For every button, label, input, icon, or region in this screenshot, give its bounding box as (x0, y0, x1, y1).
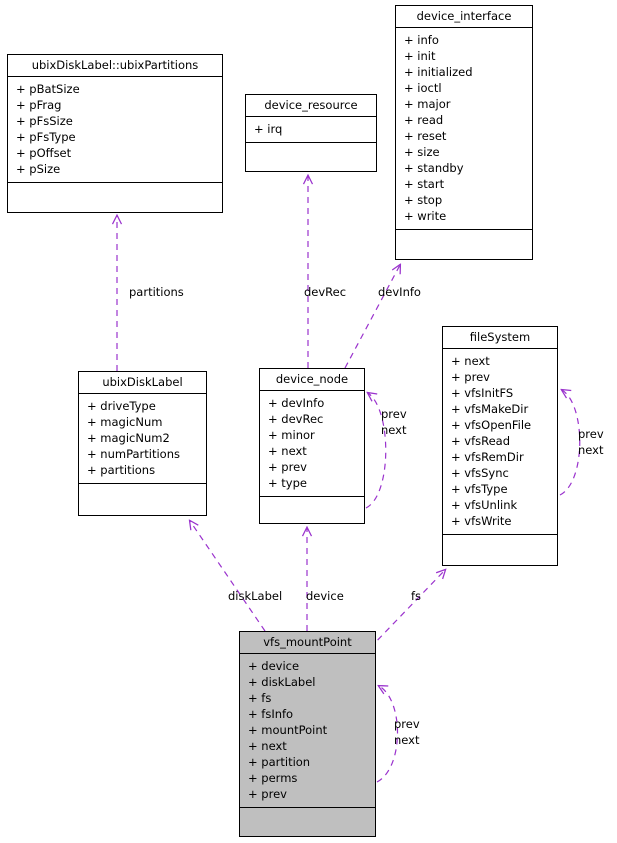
class-attribute: + numPartitions (87, 447, 180, 461)
class-attribute: + initialized (404, 65, 473, 79)
class-attribute: + diskLabel (248, 675, 316, 689)
class-attribute: + read (404, 113, 444, 127)
class-title-ubixPartitions: ubixDiskLabel::ubixPartitions (8, 55, 222, 77)
class-attribute: + vfsRead (451, 434, 511, 448)
class-attribute: + init (404, 49, 436, 63)
class-operations-ubixPartitions (8, 183, 222, 203)
class-attribute: + pBatSize (16, 82, 80, 96)
class-attribute: + vfsSync (451, 466, 509, 480)
class-box-vfs-mountPoint[interactable]: vfs_mountPoint + device + diskLabel + fs… (239, 631, 376, 837)
class-operations-ubixDiskLabel (79, 484, 206, 504)
edge-label-device: device (306, 589, 344, 603)
class-title-vfs-mountPoint: vfs_mountPoint (240, 632, 375, 654)
class-attribute: + vfsMakeDir (451, 402, 529, 416)
class-attribute: + pFsType (16, 130, 76, 144)
edge-line-fs (369, 570, 445, 649)
class-attribute: + reset (404, 129, 447, 143)
class-attribute: + vfsWrite (451, 514, 512, 528)
class-attribute: + vfsUnlink (451, 498, 518, 512)
class-attribute: + partitions (87, 463, 156, 477)
class-attributes-device-resource: + irq (246, 117, 376, 143)
class-attribute: + type (268, 476, 307, 490)
class-attribute: + partition (248, 755, 311, 769)
edge-label-filesystem-self: prev next (578, 427, 604, 457)
edge-label-devRec: devRec (304, 285, 347, 299)
class-attribute: + device (248, 659, 300, 673)
class-attribute: + fs (248, 691, 272, 705)
class-attribute: + vfsType (451, 482, 508, 496)
class-attributes-device-node: + devInfo + devRec + minor + next + prev… (260, 391, 364, 497)
class-attributes-ubixPartitions: + pBatSize + pFrag + pFsSize + pFsType +… (8, 77, 222, 183)
class-attribute: + pOffset (16, 146, 72, 160)
edge-line-diskLabel (190, 521, 266, 632)
class-attribute: + driveType (87, 399, 156, 413)
class-attribute: + pFrag (16, 98, 62, 112)
class-attributes-ubixDiskLabel: + driveType + magicNum + magicNum2 + num… (79, 394, 206, 484)
class-attribute: + stop (404, 193, 443, 207)
class-attribute: + magicNum2 (87, 431, 170, 445)
edge-line-filesystem-self (559, 390, 581, 496)
class-attributes-fileSystem: + next + prev + vfsInitFS + vfsMakeDir +… (443, 349, 557, 535)
class-attribute: + next (248, 739, 287, 753)
class-attribute: + next (451, 354, 490, 368)
edge-label-partitions: partitions (129, 285, 184, 299)
class-operations-fileSystem (443, 535, 557, 555)
class-box-device-resource[interactable]: device_resource + irq (245, 94, 377, 172)
class-attribute: + next (268, 444, 307, 458)
class-attribute: + devRec (268, 412, 324, 426)
class-attribute: + devInfo (268, 396, 325, 410)
class-attribute: + start (404, 177, 445, 191)
class-operations-device-node (260, 497, 364, 517)
class-attribute: + write (404, 209, 447, 223)
class-attribute: + vfsOpenFile (451, 418, 532, 432)
edge-label-diskLabel: diskLabel (228, 589, 283, 603)
class-attribute: + pFsSize (16, 114, 73, 128)
class-attribute: + ioctl (404, 81, 442, 95)
class-title-fileSystem: fileSystem (443, 327, 557, 349)
class-box-ubixPartitions[interactable]: ubixDiskLabel::ubixPartitions + pBatSize… (7, 54, 223, 213)
class-attribute: + prev (268, 460, 307, 474)
class-attributes-device-interface: + info + init + initialized + ioctl + ma… (396, 28, 532, 230)
class-title-device-interface: device_interface (396, 6, 532, 28)
class-attribute: + standby (404, 161, 464, 175)
class-attribute: + prev (451, 370, 490, 384)
class-operations-device-interface (396, 230, 532, 250)
class-operations-device-resource (246, 143, 376, 163)
class-attribute: + magicNum (87, 415, 163, 429)
class-attribute: + major (404, 97, 451, 111)
class-attribute: + prev (248, 787, 287, 801)
edge-label-mountpoint-self: prev next (394, 717, 420, 747)
class-attribute: + vfsInitFS (451, 386, 514, 400)
edge-label-devInfo: devInfo (378, 285, 421, 299)
class-title-device-resource: device_resource (246, 95, 376, 117)
class-title-device-node: device_node (260, 369, 364, 391)
edge-label-fs: fs (411, 589, 422, 603)
class-attribute: + mountPoint (248, 723, 328, 737)
class-attribute: + perms (248, 771, 298, 785)
class-attribute: + irq (254, 122, 283, 136)
class-attribute: + pSize (16, 162, 61, 176)
class-box-fileSystem[interactable]: fileSystem + next + prev + vfsInitFS + v… (442, 326, 558, 566)
class-attribute: + info (404, 33, 439, 47)
class-attribute: + vfsRemDir (451, 450, 524, 464)
class-box-device-interface[interactable]: device_interface + info + init + initial… (395, 5, 533, 260)
edge-line-devInfo (344, 265, 400, 369)
class-box-ubixDiskLabel[interactable]: ubixDiskLabel + driveType + magicNum + m… (78, 371, 207, 516)
class-attribute: + minor (268, 428, 315, 442)
class-title-ubixDiskLabel: ubixDiskLabel (79, 372, 206, 394)
edge-label-device-node-self: prev next (381, 407, 407, 437)
class-attributes-vfs-mountPoint: + device + diskLabel + fs + fsInfo + mou… (240, 654, 375, 808)
class-attribute: + size (404, 145, 440, 159)
class-attribute: + fsInfo (248, 707, 294, 721)
class-box-device-node[interactable]: device_node + devInfo + devRec + minor +… (259, 368, 365, 524)
class-operations-vfs-mountPoint (240, 808, 375, 828)
